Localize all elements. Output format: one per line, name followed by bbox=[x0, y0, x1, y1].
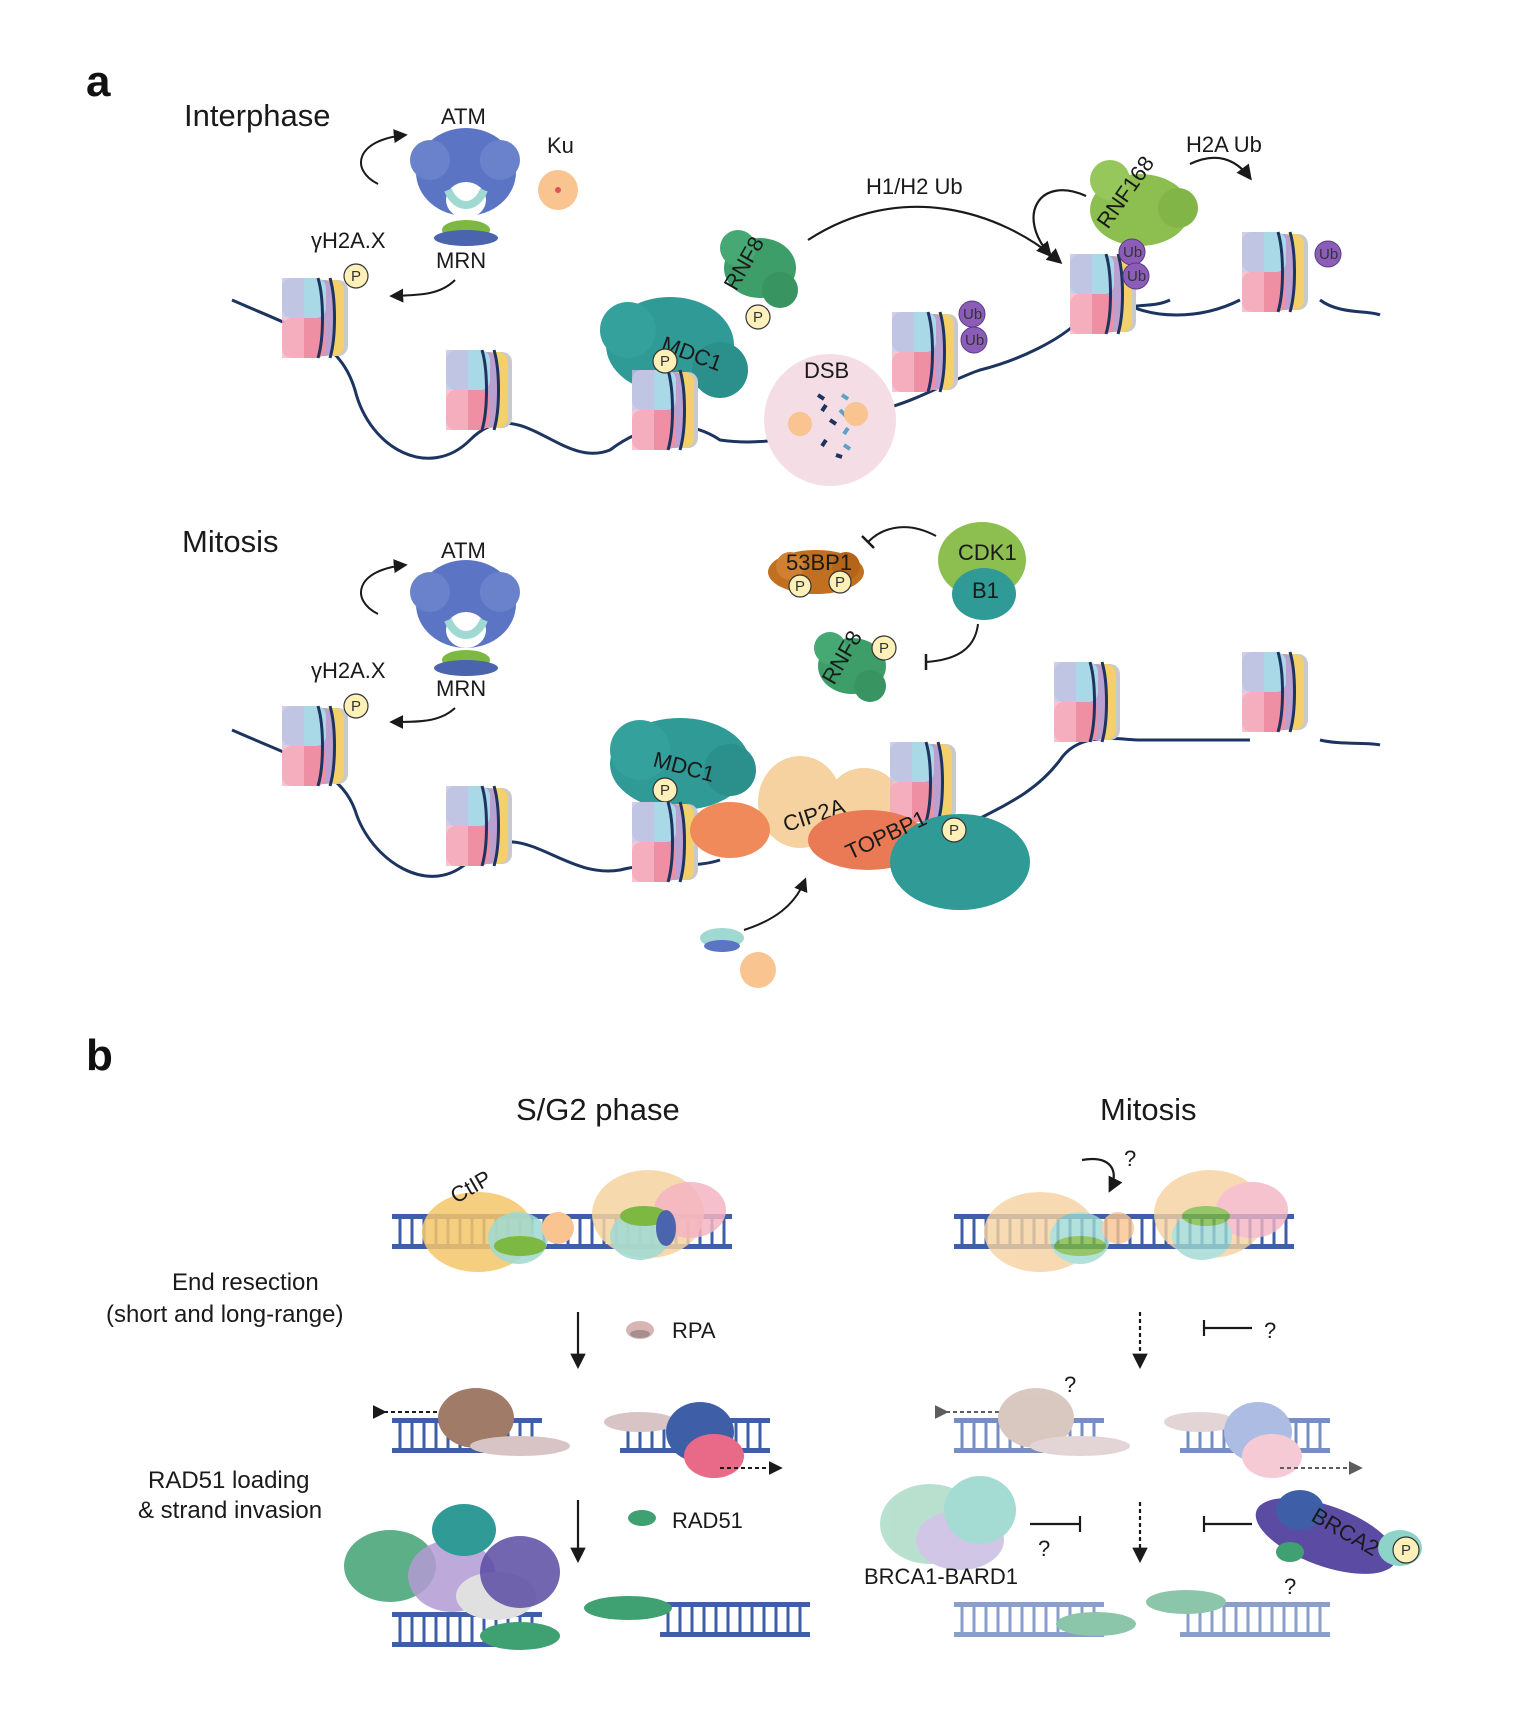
mitosis-title-a: Mitosis bbox=[182, 524, 278, 559]
mitosis-title-b: Mitosis bbox=[1100, 1092, 1196, 1127]
nucleosome-mdc1-mitosis bbox=[630, 800, 700, 884]
phospho-label: P bbox=[949, 822, 959, 839]
nucleosome-2 bbox=[444, 348, 514, 432]
phospho-label: P bbox=[351, 698, 361, 715]
resected-end-left-mitosis bbox=[934, 1388, 1130, 1456]
rad51-loading-label: RAD51 loading bbox=[148, 1467, 309, 1494]
gh2ax-label-mitosis: γH2A.X bbox=[311, 658, 386, 683]
cdk1-inhibits-53bp1 bbox=[867, 526, 937, 543]
phospho-label: P bbox=[753, 309, 763, 326]
atm-autophosphorylation-arrow bbox=[360, 129, 408, 185]
phospho-label: P bbox=[835, 574, 845, 591]
mrn-recruit-arrow bbox=[743, 877, 808, 931]
end-resection-label: End resection bbox=[172, 1269, 319, 1296]
ku-label: Ku bbox=[547, 133, 574, 158]
mdc1-protein-mitosis bbox=[610, 718, 756, 810]
ctip-mrn-complex-mitosis bbox=[984, 1170, 1288, 1272]
ctip-mrn-complex-sg2 bbox=[422, 1170, 726, 1272]
b1-label: B1 bbox=[972, 578, 999, 603]
ub-label: Ub bbox=[1319, 246, 1338, 263]
question-mark: ? bbox=[1124, 1146, 1136, 1171]
ub-label: Ub bbox=[963, 306, 982, 323]
ub-label: Ub bbox=[965, 332, 984, 349]
phospho-label: P bbox=[795, 578, 805, 595]
question-mark: ? bbox=[1264, 1318, 1276, 1343]
nucleosome-mitosis-right bbox=[1052, 660, 1122, 744]
resected-end-left-sg2 bbox=[372, 1388, 570, 1456]
phospho-badge bbox=[343, 263, 369, 289]
brca2-inhibitor bbox=[1202, 1516, 1252, 1532]
atm-label-mitosis: ATM bbox=[441, 538, 486, 563]
h1h2ub-label: H1/H2 Ub bbox=[866, 174, 963, 199]
brca1-bard1-label: BRCA1-BARD1 bbox=[864, 1564, 1018, 1589]
ctip-question-arrow bbox=[1081, 1157, 1123, 1193]
phospho-label: P bbox=[351, 268, 361, 285]
nucleosome-ub bbox=[890, 310, 960, 394]
rnf8-protein-interphase bbox=[720, 230, 798, 308]
phospho-label: P bbox=[1401, 1542, 1411, 1559]
brca1-inhibitor bbox=[1030, 1516, 1082, 1532]
h1h2-ub-arrow bbox=[807, 205, 1063, 265]
rad51-filament-mitosis bbox=[952, 1590, 1332, 1639]
interphase-title: Interphase bbox=[184, 98, 331, 133]
mrn-label-interphase: MRN bbox=[436, 248, 486, 273]
dsb-broken-ends bbox=[816, 393, 843, 459]
nucleosome-rnf168-target bbox=[1068, 252, 1138, 336]
sg2-title: S/G2 phase bbox=[516, 1092, 680, 1127]
resection-inhibitor bbox=[1202, 1320, 1252, 1336]
panel-b-label: b bbox=[86, 1031, 113, 1080]
cdk1-inhibits-rnf8 bbox=[925, 623, 979, 663]
nucleosome-gh2ax bbox=[280, 276, 350, 360]
question-mark: ? bbox=[1064, 1372, 1076, 1397]
mrn-to-h2ax-arrow bbox=[389, 279, 456, 303]
phospho-label: P bbox=[660, 353, 670, 370]
nucleosome-mdc1 bbox=[630, 368, 700, 452]
rnf168-protein bbox=[1090, 160, 1198, 246]
gh2ax-label-interphase: γH2A.X bbox=[311, 228, 386, 253]
resected-end-right-sg2 bbox=[604, 1402, 783, 1478]
strand-invasion-label: & strand invasion bbox=[138, 1497, 322, 1524]
atm-label-interphase: ATM bbox=[441, 104, 486, 129]
question-mark: ? bbox=[1284, 1574, 1296, 1599]
mdc1-protein-interphase bbox=[600, 297, 748, 398]
nucleosome-mitosis-far bbox=[1240, 650, 1310, 734]
topbp1-protein bbox=[808, 810, 1030, 910]
ku-on-dsb bbox=[788, 412, 812, 436]
rnf8-protein-mitosis bbox=[814, 632, 886, 702]
question-mark: ? bbox=[1038, 1536, 1050, 1561]
atm-complex-mitosis bbox=[410, 560, 520, 676]
h2a-ub-arrow bbox=[1189, 156, 1252, 181]
rad51-filament-sg2 bbox=[344, 1504, 812, 1650]
end-resection-sublabel: (short and long-range) bbox=[106, 1301, 343, 1328]
cdk1-label: CDK1 bbox=[958, 540, 1017, 565]
brca1-bard1-complex bbox=[880, 1476, 1016, 1570]
phospho-label: P bbox=[660, 782, 670, 799]
phospho-label: P bbox=[879, 640, 889, 657]
ub-label: Ub bbox=[1123, 244, 1142, 261]
rpa-label: RPA bbox=[672, 1318, 716, 1343]
resected-end-right-mitosis bbox=[1164, 1402, 1363, 1478]
ub-label: Ub bbox=[1127, 268, 1146, 285]
nucleosome-topbp1 bbox=[888, 740, 958, 824]
h2aub-label: H2A Ub bbox=[1186, 132, 1262, 157]
mrn-free-mitosis bbox=[700, 928, 776, 988]
rad51-icon bbox=[628, 1510, 656, 1526]
dsb-label: DSB bbox=[804, 358, 849, 383]
mrn-label-mitosis: MRN bbox=[436, 676, 486, 701]
nucleosome-gh2ax-mitosis bbox=[280, 704, 350, 788]
ku-protein bbox=[538, 170, 578, 210]
nucleosome-mitosis-2 bbox=[444, 784, 514, 868]
rpa-icon bbox=[626, 1321, 654, 1339]
cdk1-b1-complex bbox=[938, 522, 1026, 620]
rnf168-loop-arrow bbox=[1032, 189, 1087, 258]
atm-complex-interphase bbox=[410, 128, 520, 246]
rad51-label: RAD51 bbox=[672, 1508, 743, 1533]
nucleosome-h2aub bbox=[1240, 230, 1310, 314]
panel-a-label: a bbox=[86, 57, 111, 106]
